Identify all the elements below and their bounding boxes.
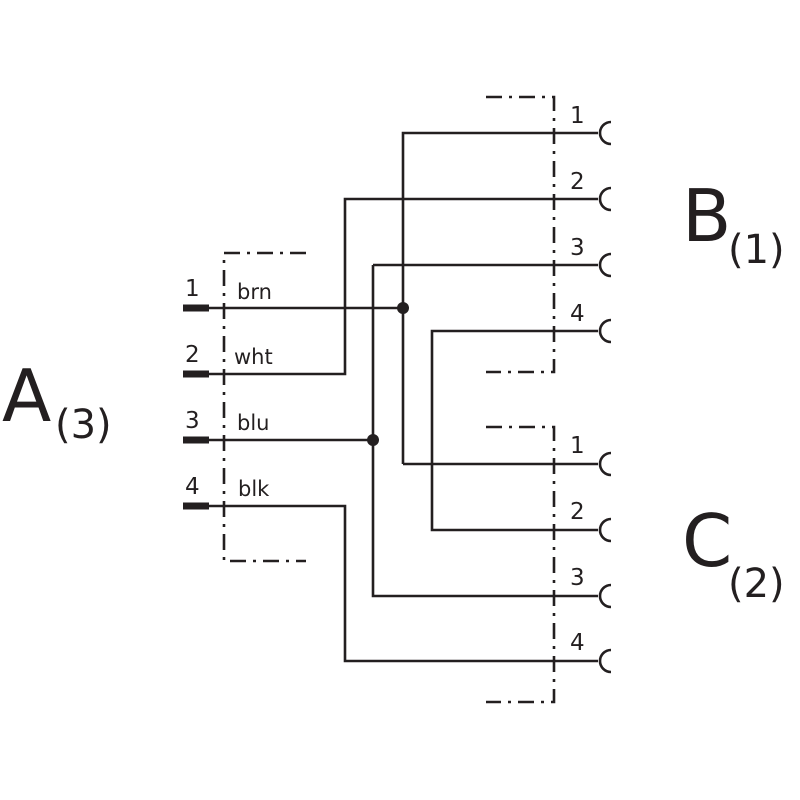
wire-label-brn: brn (237, 280, 272, 304)
connector-c-pin-3-number: 3 (570, 565, 585, 591)
wire-blu-branch-c3 (371, 265, 598, 598)
wires (209, 131, 598, 663)
connector-c-index: (2) (728, 561, 785, 607)
connector-b-pin-1-number: 1 (570, 103, 585, 129)
connector-a-pin-3-number: 3 (185, 408, 200, 434)
connector-b-index: (1) (728, 227, 785, 273)
connector-a-housing (222, 251, 306, 563)
junction-dot-blu (367, 434, 379, 446)
wire-brn-branch-b1 (401, 131, 598, 464)
connector-b-socket-3 (598, 252, 612, 278)
connector-c-socket-3 (598, 583, 612, 609)
connector-b-housing (486, 95, 556, 374)
wire-label-wht: wht (234, 345, 273, 369)
connector-c-socket-2 (598, 517, 612, 543)
connector-a-pin-4-number: 4 (185, 474, 200, 500)
wire-label-blu: blu (237, 411, 269, 435)
connector-b-letter: B (682, 174, 731, 258)
connector-c-housing (486, 425, 556, 704)
connector-b-pin-4-number: 4 (570, 301, 585, 327)
connector-c-pin-2-number: 2 (570, 499, 585, 525)
wire-label-blk: blk (238, 477, 270, 501)
connector-a-pin-2-number: 2 (185, 342, 200, 368)
connector-c-pin-4-number: 4 (570, 630, 585, 656)
junction-dot-brn (397, 302, 409, 314)
connector-a-pin-1-number: 1 (185, 276, 200, 302)
connector-c-socket-1 (598, 451, 612, 477)
wire-wht (209, 197, 598, 376)
connector-a-letter: A (2, 354, 51, 438)
connector-b-socket-1 (598, 120, 612, 146)
connector-c-pin-1-number: 1 (570, 433, 585, 459)
connector-c-letter: C (682, 499, 732, 583)
connector-c-socket-4 (598, 648, 612, 674)
connector-b-socket-2 (598, 186, 612, 212)
connector-b-pin-2-number: 2 (570, 169, 585, 195)
wire-b4-c2 (430, 329, 598, 532)
connector-b: 1 2 3 4 B (1) (486, 95, 785, 374)
connector-b-pin-3-number: 3 (570, 235, 585, 261)
connector-b-socket-4 (598, 318, 612, 344)
connector-a: A (3) 1 2 3 4 brn wht blu blk (2, 251, 306, 563)
connector-a-index: (3) (55, 402, 112, 448)
wire-blk (209, 504, 598, 663)
connector-c: 1 2 3 4 C (2) (486, 425, 785, 704)
